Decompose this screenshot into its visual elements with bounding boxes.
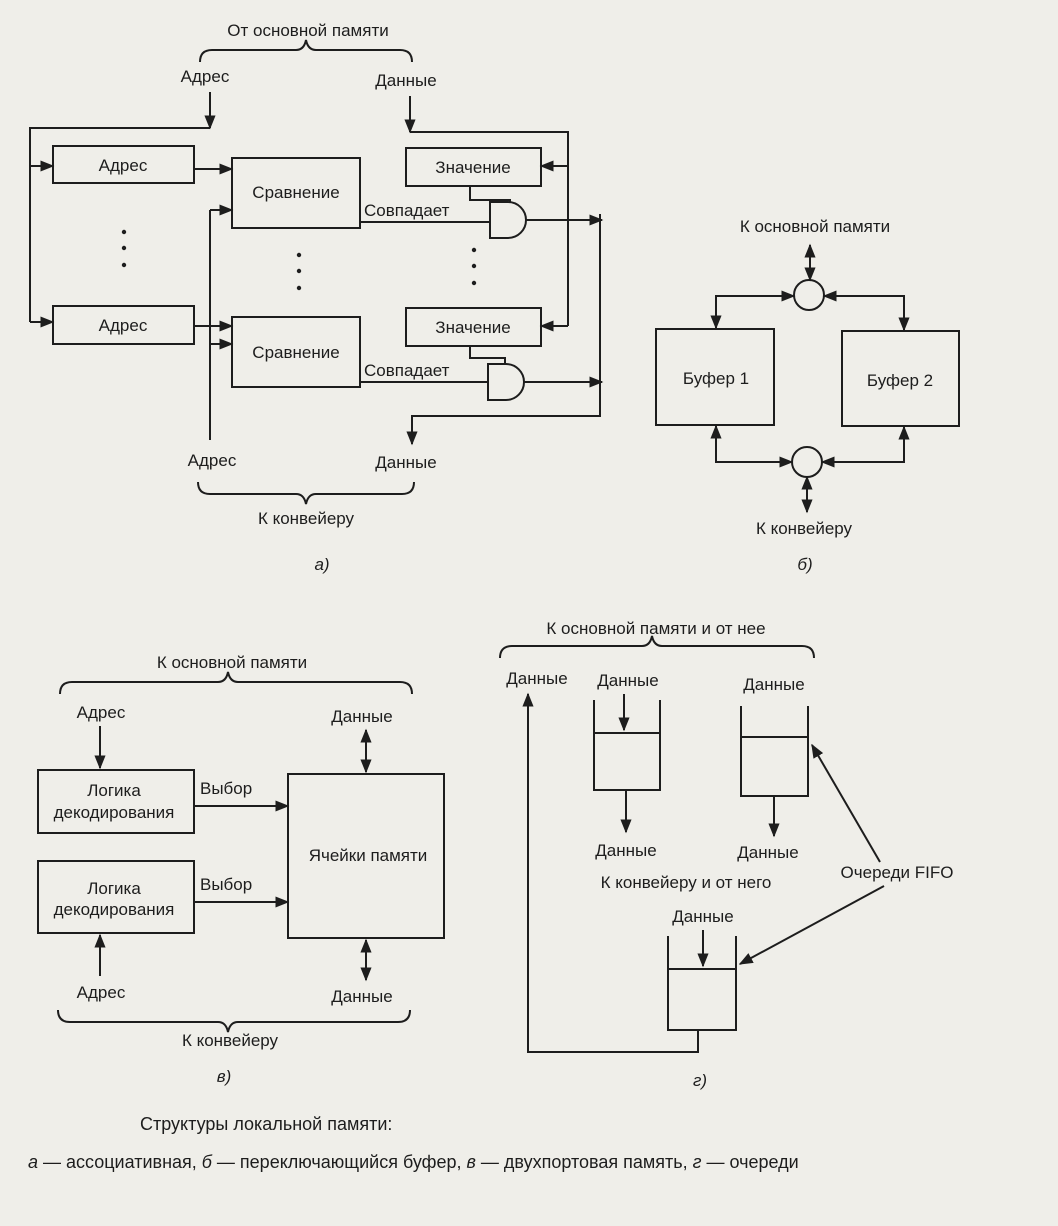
label-to-main-memory-b: К основной памяти: [740, 217, 890, 236]
brace-top-g: [499, 635, 815, 659]
subfigure-label-b: б): [797, 555, 812, 574]
brace-top-v: [59, 671, 413, 695]
caption-line-1: Структуры локальной памяти:: [140, 1114, 392, 1134]
fifo-queue-2: [740, 706, 809, 797]
subfigure-label-a: а): [314, 555, 329, 574]
value-register-1-label: Значение: [435, 158, 510, 177]
label-to-main-memory-v: К основной памяти: [157, 653, 307, 672]
address-register-1-label: Адрес: [99, 156, 148, 175]
brace-bottom-a: [197, 481, 415, 505]
decode-logic-1-line2: декодирования: [54, 803, 175, 822]
compare-block-2-label: Сравнение: [252, 343, 339, 362]
label-fifo-queues: Очереди FIFO: [841, 863, 954, 882]
diagram-v-dual-port: К основной памяти Адрес Данные Логика де…: [37, 653, 445, 1086]
and-gate-2: [487, 363, 525, 401]
label-match-2: Совпадает: [364, 361, 450, 380]
figure-caption: Структуры локальной памяти: а — ассоциат…: [28, 1114, 799, 1172]
label-data-in: Данные: [375, 71, 436, 90]
label-data-q1-in: Данные: [597, 671, 658, 690]
switch-top: [793, 279, 825, 311]
label-address-out: Адрес: [188, 451, 237, 470]
memory-cells-label: Ячейки памяти: [309, 846, 428, 865]
label-match-1: Совпадает: [364, 201, 450, 220]
label-data-bottom-v: Данные: [331, 987, 392, 1006]
compare-block-2: [231, 316, 361, 388]
brace-top-a: [199, 39, 413, 63]
ellipsis-dots: [121, 229, 477, 291]
label-address-top-v: Адрес: [77, 703, 126, 722]
fifo-queue-1: [593, 700, 661, 791]
label-to-from-pipeline: К конвейеру и от него: [601, 873, 772, 892]
label-to-pipeline-v: К конвейеру: [182, 1031, 279, 1050]
buffer-1-label: Буфер 1: [683, 369, 749, 388]
brace-bottom-v: [57, 1009, 411, 1033]
subfigure-label-v: в): [217, 1067, 232, 1086]
label-data-q1-out: Данные: [595, 841, 656, 860]
diagram-a-associative: От основной памяти Адрес Данные Адрес Ад…: [29, 21, 604, 574]
label-data-q2-out: Данные: [737, 843, 798, 862]
label-to-from-main-memory: К основной памяти и от нее: [546, 619, 765, 638]
label-to-pipeline-b: К конвейеру: [756, 519, 853, 538]
compare-block-1-label: Сравнение: [252, 183, 339, 202]
label-select-1: Выбор: [200, 779, 252, 798]
value-register-2-label: Значение: [435, 318, 510, 337]
memory-cells: [287, 773, 445, 939]
decode-logic-2: [37, 860, 195, 934]
address-register-1: [52, 145, 195, 184]
value-register-2: [405, 307, 542, 347]
decode-logic-2-line2: декодирования: [54, 900, 175, 919]
and-gate-1: [489, 201, 527, 239]
decode-logic-1: [37, 769, 195, 834]
fifo-queue-3: [667, 936, 737, 1031]
caption-line-2: а — ассоциативная, б — переключающийся б…: [28, 1152, 799, 1172]
switch-bottom: [791, 446, 823, 478]
label-address-in: Адрес: [181, 67, 230, 86]
address-register-2-label: Адрес: [99, 316, 148, 335]
label-data-out: Данные: [375, 453, 436, 472]
label-data-q2-in: Данные: [743, 675, 804, 694]
value-register-1: [405, 147, 542, 187]
subfigure-label-g: г): [693, 1071, 707, 1090]
label-select-2: Выбор: [200, 875, 252, 894]
label-from-main-memory: От основной памяти: [227, 21, 388, 40]
label-address-bottom-v: Адрес: [77, 983, 126, 1002]
label-data-top-v: Данные: [331, 707, 392, 726]
buffer-2-label: Буфер 2: [867, 371, 933, 390]
label-data-q3-in: Данные: [672, 907, 733, 926]
diagram-b-switching-buffer: К основной памяти Буфер 1 Буфер 2 К конв…: [655, 217, 960, 574]
decode-logic-2-line1: Логика: [87, 879, 141, 898]
label-to-pipeline-a: К конвейеру: [258, 509, 355, 528]
compare-block-1: [231, 157, 361, 229]
diagram-g-fifo-queues: К основной памяти и от нее Данные Данные…: [499, 619, 954, 1090]
decode-logic-1-line1: Логика: [87, 781, 141, 800]
label-data-left-g: Данные: [506, 669, 567, 688]
